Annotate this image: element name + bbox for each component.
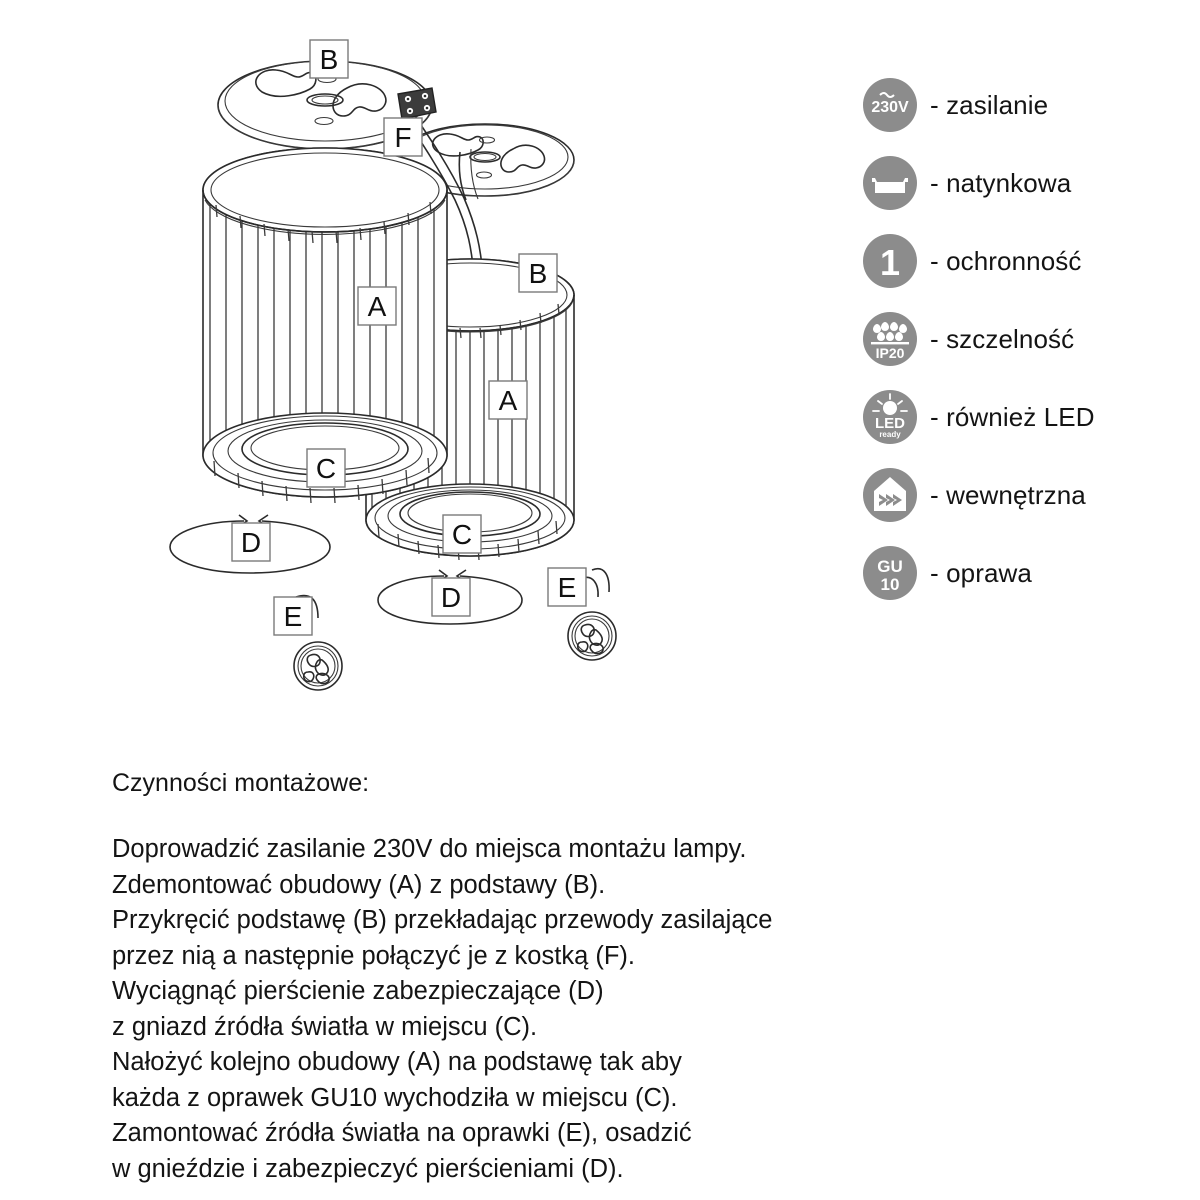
callout-f-terminal-block: F: [383, 117, 423, 157]
callout-box: [273, 596, 313, 636]
callout-b-base-plate-lower: B: [518, 253, 558, 293]
callout-label: A: [368, 291, 387, 322]
instruction-line: Zdemontować obudowy (A) z podstawy (B).: [112, 870, 606, 899]
instruction-line: Nałożyć kolejno obudowy (A) na podstawę …: [112, 1048, 682, 1076]
callout-box: [547, 567, 587, 607]
callout-group: B F B A A C C D D E E: [231, 39, 587, 636]
callout-box: [357, 286, 397, 326]
legend-icon-subtext: ready: [879, 430, 901, 439]
legend-item-oprawa: GU 10 - oprawa: [862, 534, 1192, 612]
instructions-heading: Czynności montażowe:: [112, 769, 370, 797]
callout-d-retaining-ring-right: D: [431, 577, 471, 617]
callout-box: [488, 380, 528, 420]
assembly-instructions: Czynności montażowe: Doprowadzić zasilan…: [112, 768, 912, 1187]
instruction-line: każda z oprawek GU10 wychodziła w miejsc…: [112, 1083, 678, 1112]
callout-label: B: [529, 258, 548, 289]
legend-item-wewnetrzna: - wewnętrzna: [862, 456, 1192, 534]
indoor-use-icon: [862, 467, 918, 523]
callout-a-shade-body-right: A: [488, 380, 528, 420]
callout-box: [431, 577, 471, 617]
callout-box: [309, 39, 349, 79]
callout-a-shade-body-left: A: [357, 286, 397, 326]
instruction-line: Doprowadzić zasilanie 230V do miejsca mo…: [112, 835, 747, 863]
legend-label: - wewnętrzna: [930, 480, 1086, 510]
legend-icon-subtext: 10: [881, 575, 900, 594]
instruction-line: Wyciągnąć pierścienie zabezpieczające (D…: [112, 977, 604, 1005]
instruction-line: z gniazd źródła światła w miejscu (C).: [112, 1012, 538, 1041]
protection-class-1-icon: 1: [862, 233, 918, 289]
callout-e-lamp-socket-left: E: [273, 596, 313, 636]
legend-icon-text: 1: [880, 242, 900, 283]
instruction-line: Przykręcić podstawę (B) przekładając prz…: [112, 906, 773, 934]
callout-label: D: [241, 527, 261, 558]
legend-item-ochronnosc: 1 - ochronność: [862, 222, 1192, 300]
callout-b-base-plate-upper: B: [309, 39, 349, 79]
callout-label: C: [316, 453, 336, 484]
callout-label: B: [320, 44, 339, 75]
led-ready-icon: LED ready: [862, 389, 918, 445]
legend-panel: 230V - zasilanie - natynkowa 1: [862, 66, 1192, 612]
callout-c-socket-opening-right: C: [442, 514, 482, 554]
callout-label: E: [558, 572, 577, 603]
callout-e-lamp-socket-right: E: [547, 567, 587, 607]
callout-box: [383, 117, 423, 157]
legend-item-natynkowa: - natynkowa: [862, 144, 1192, 222]
lamp-socket-left: [289, 594, 343, 691]
callout-label: D: [441, 582, 461, 613]
surface-mount-icon: [862, 155, 918, 211]
legend-item-szczelnosc: IP20 - szczelność: [862, 300, 1192, 378]
legend-label: - zasilanie: [930, 90, 1049, 120]
instruction-line: przez nią a następnie połączyć je z kost…: [112, 941, 635, 970]
lamp-assembly-diagram: .ln{fill:none;stroke:#2b2b2b;stroke-widt…: [169, 39, 617, 691]
instruction-line: Zamontować źródła światła na oprawki (E)…: [112, 1119, 692, 1147]
callout-box: [518, 253, 558, 293]
callout-box: [306, 448, 346, 488]
legend-item-rowniez-led: LED ready - również LED: [862, 378, 1192, 456]
legend-icon-text: 230V: [871, 99, 909, 116]
voltage-230v-icon: 230V: [862, 77, 918, 133]
legend-label: - ochronność: [930, 246, 1082, 276]
legend-label: - również LED: [930, 402, 1095, 432]
legend-icon-text: LED: [875, 415, 905, 432]
socket-gu10-icon: GU 10: [862, 545, 918, 601]
callout-label: C: [452, 519, 472, 550]
callout-c-socket-opening-left: C: [306, 448, 346, 488]
callout-box: [442, 514, 482, 554]
callout-box: [231, 522, 271, 562]
legend-item-zasilanie: 230V - zasilanie: [862, 66, 1192, 144]
terminal-block: [397, 87, 437, 120]
legend-label: - oprawa: [930, 558, 1032, 588]
callout-d-retaining-ring-left: D: [231, 522, 271, 562]
instruction-line: w gnieździe i zabezpieczyć pierścieniami…: [112, 1154, 624, 1183]
legend-label: - szczelność: [930, 324, 1075, 354]
instructions-body: Doprowadzić zasilanie 230V do miejsca mo…: [112, 832, 912, 1187]
callout-label: E: [284, 601, 303, 632]
callout-label: A: [499, 385, 518, 416]
callout-label: F: [394, 122, 411, 153]
legend-label: - natynkowa: [930, 168, 1072, 198]
ingress-protection-ip20-icon: IP20: [862, 311, 918, 367]
legend-icon-text: GU: [877, 557, 903, 576]
legend-icon-text: IP20: [876, 345, 905, 361]
